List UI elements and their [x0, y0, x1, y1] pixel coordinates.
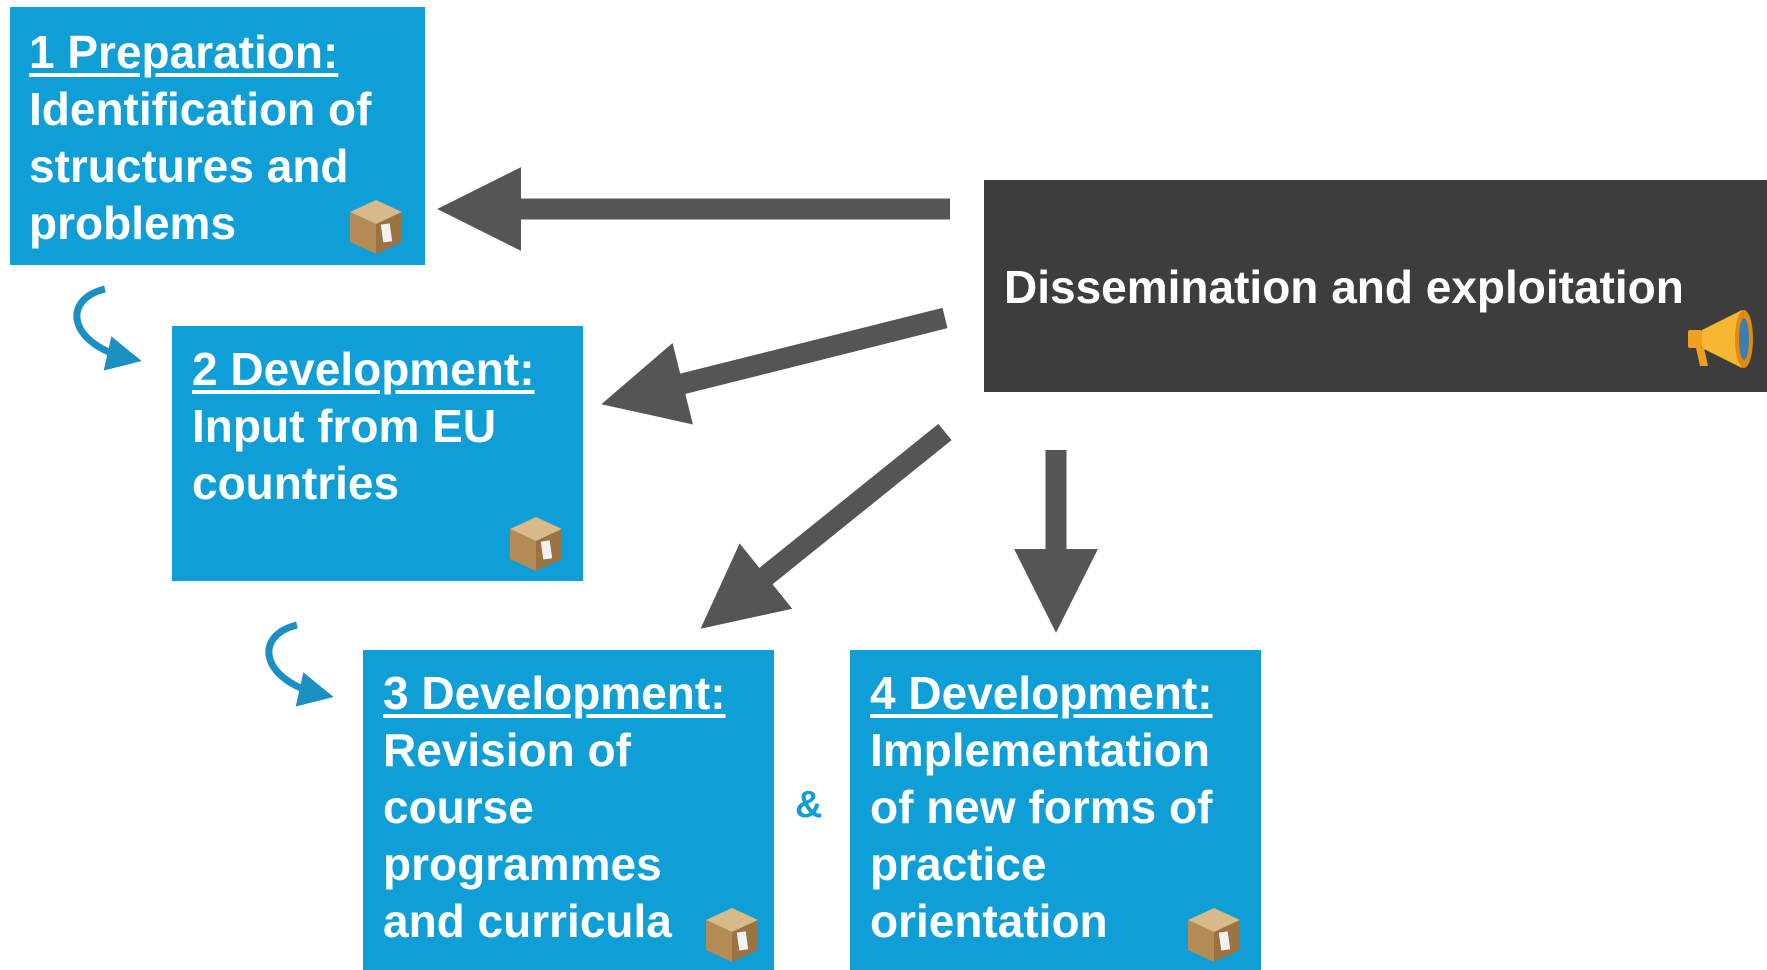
arrow-to-step-2 [601, 307, 948, 425]
curved-arrow-icon [73, 285, 142, 371]
connector-ampersand: & [795, 784, 823, 826]
step-4-line: orientation [870, 895, 1108, 947]
step-3-line: programmes [383, 838, 662, 890]
package-icon [350, 200, 402, 254]
dissemination-box: Dissemination and exploitation [984, 180, 1767, 392]
step-3-line: Revision of [383, 724, 631, 776]
arrow-to-step-3 [700, 423, 952, 629]
step-2-heading: 2 Development: [192, 343, 535, 395]
step-2-line: Input from EU [192, 400, 497, 452]
package-icon [706, 908, 758, 962]
step-4-line: Implementation [870, 724, 1210, 776]
step-1-heading: 1 Preparation: [29, 26, 339, 78]
curved-arrow-icon [265, 621, 334, 707]
step-1-line: Identification of [29, 83, 372, 135]
step-1-line: problems [29, 197, 237, 249]
package-icon [510, 517, 562, 571]
step-4-line: practice [870, 838, 1047, 890]
step-3-line: and curricula [383, 895, 672, 947]
step-4-line: of new forms of [870, 781, 1213, 833]
step-3-heading: 3 Development: [383, 667, 726, 719]
megaphone-icon [1688, 310, 1753, 368]
step-1-line: structures and [29, 140, 349, 192]
step-4-heading: 4 Development: [870, 667, 1213, 719]
step-2-line: countries [192, 457, 400, 509]
package-icon [1188, 908, 1240, 962]
step-2-box: 2 Development: Input from EU countries [172, 326, 583, 581]
step-3-line: course [383, 781, 534, 833]
step-4-box: 4 Development: Implementation of new for… [850, 650, 1261, 970]
step-3-box: 3 Development: Revision of course progra… [363, 650, 774, 970]
dissemination-label: Dissemination and exploitation [1004, 261, 1684, 313]
